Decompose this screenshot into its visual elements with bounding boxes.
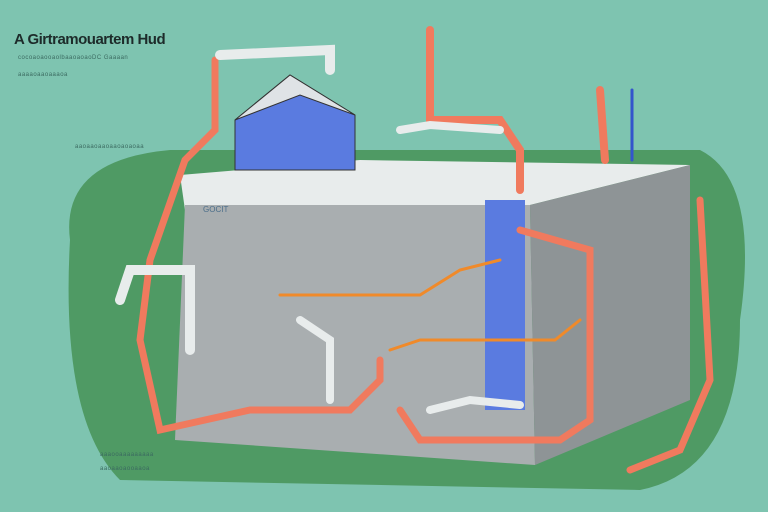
block-side <box>530 165 690 465</box>
block-top <box>180 160 690 210</box>
note-text: cocoaoaooaolbaaoaoaoDC Gaaaan <box>18 55 129 61</box>
block-front <box>175 205 535 465</box>
note-text: aaoaaoaaoaaoaoaoaa <box>75 144 145 150</box>
blue-column <box>485 200 525 410</box>
tank-roof <box>234 74 356 121</box>
tank-label: GOCIT <box>203 205 229 214</box>
note-text: aaaooaaaaaaaaa <box>100 452 154 458</box>
pipes <box>115 26 714 474</box>
diagram-title: A Girtramouartem Hud <box>14 31 166 48</box>
note-text: aaaaoaaoaaaoa <box>18 72 68 78</box>
note-text: aaoaaoaooaaoa <box>100 466 150 472</box>
